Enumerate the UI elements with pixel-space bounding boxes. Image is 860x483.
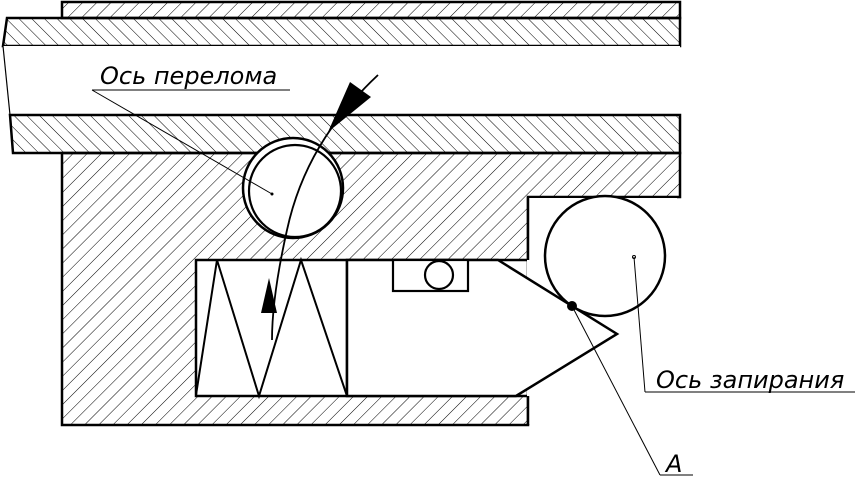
point-a-label: A (664, 450, 682, 478)
latch-pin (423, 259, 455, 291)
barrel-bore (3, 46, 680, 115)
arrowhead-bottom (261, 278, 277, 313)
locking-roller (543, 194, 667, 318)
barrel-lower-wall (8, 113, 682, 155)
arrowhead-top (328, 82, 371, 132)
hinge-axis-label: Ось перелома (100, 62, 277, 90)
top-strip (60, 0, 682, 20)
spring (195, 256, 348, 400)
barrel-upper-wall (1, 16, 682, 48)
hinge-inner (247, 143, 343, 239)
locking-axis-label: Ось запирания (656, 366, 844, 394)
latch (345, 258, 620, 398)
